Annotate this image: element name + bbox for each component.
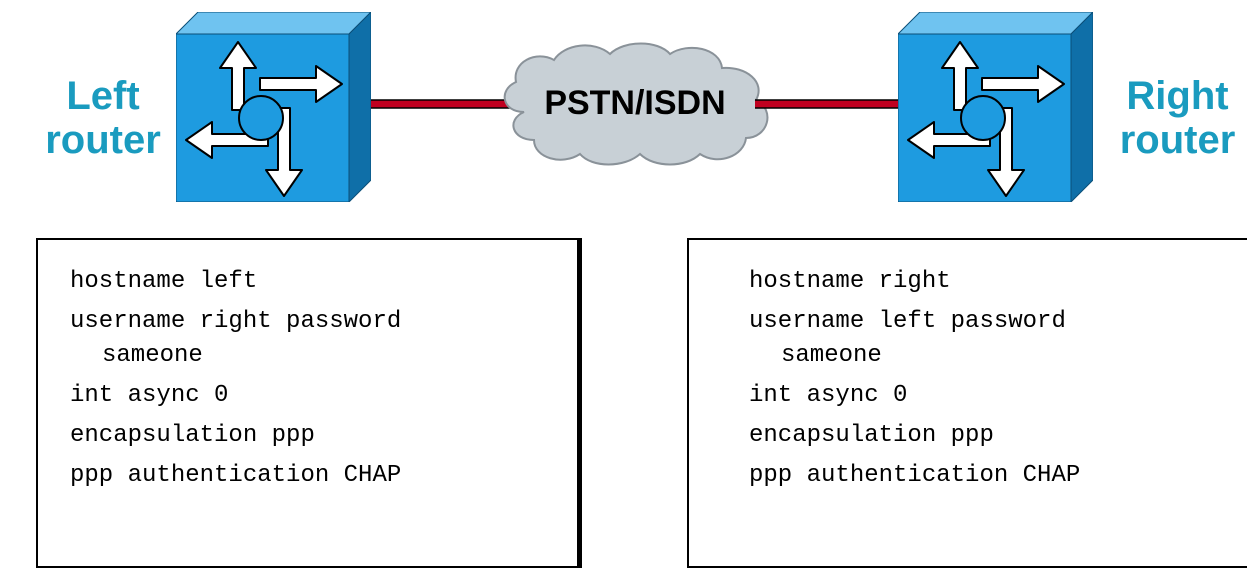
- left-config-box: hostname left username right password sa…: [36, 238, 582, 568]
- right-router-label-line1: Right: [1126, 74, 1229, 118]
- left-router-icon: [174, 10, 373, 204]
- left-config-line-interface: int async 0: [70, 382, 229, 409]
- cloud-label: PSTN/ISDN: [544, 84, 726, 122]
- right-config-line-encapsulation: encapsulation ppp: [749, 422, 994, 449]
- right-config-lines: hostname right username left password sa…: [689, 240, 1247, 496]
- right-config-line-authentication: ppp authentication CHAP: [749, 462, 1081, 489]
- left-router-label-line1: Left: [66, 74, 140, 118]
- left-config-line-hostname: hostname left: [70, 268, 258, 295]
- right-config-line-interface: int async 0: [749, 382, 908, 409]
- left-config-line-authentication: ppp authentication CHAP: [70, 462, 402, 489]
- left-config-line-username: username right password: [70, 308, 402, 335]
- right-router-label: Right router: [1108, 74, 1247, 162]
- right-config-line-password: sameone: [781, 342, 882, 369]
- right-config-line-hostname: hostname right: [749, 268, 951, 295]
- right-config-line-username: username left password: [749, 308, 1066, 335]
- left-config-line-encapsulation: encapsulation ppp: [70, 422, 315, 449]
- left-config-lines: hostname left username right password sa…: [38, 240, 577, 496]
- right-router-icon: [896, 10, 1095, 204]
- right-link: [755, 97, 898, 111]
- left-link: [371, 97, 511, 111]
- right-router-label-line2: router: [1119, 118, 1236, 162]
- left-router-label: Left router: [28, 74, 178, 162]
- left-router-label-line2: router: [45, 118, 161, 162]
- right-config-box: hostname right username left password sa…: [687, 238, 1247, 568]
- left-config-line-password: sameone: [102, 342, 203, 369]
